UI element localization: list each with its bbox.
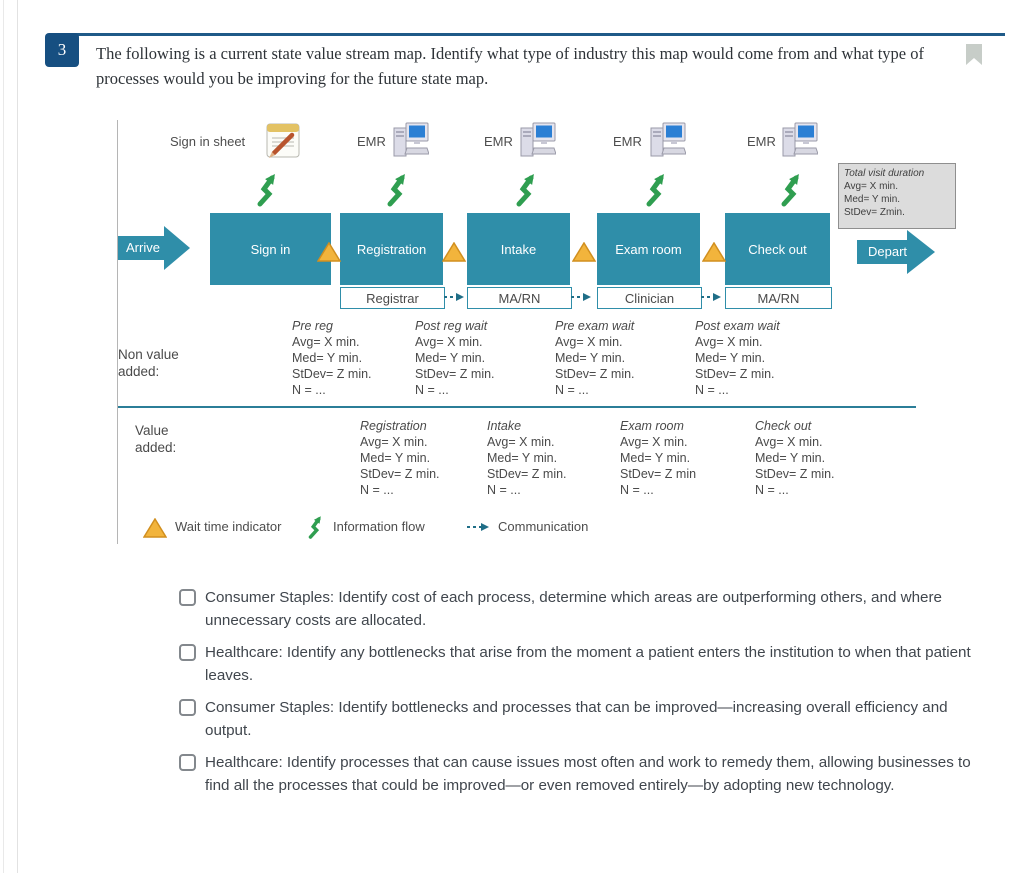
bookmark-icon[interactable]: [966, 44, 982, 65]
answer-option-label: Healthcare: Identify processes that can …: [205, 754, 971, 794]
communication-arrow-icon: [701, 292, 725, 302]
total-visit-duration-stats: Avg= X min. Med= Y min. StDev= Zmin.: [844, 181, 905, 218]
depart-arrow: Depart: [857, 227, 935, 277]
communication-arrow-icon: [571, 292, 595, 302]
notepad-icon: [261, 121, 303, 161]
emr-label: EMR: [484, 134, 513, 149]
value-added-label: Value added:: [135, 423, 177, 455]
process-box-check-out: Check out: [725, 213, 830, 285]
emr-label: EMR: [747, 134, 776, 149]
answer-option[interactable]: Consumer Staples: Identify bottlenecks a…: [179, 696, 991, 742]
stat-column: Post exam wait Avg= X min. Med= Y min. S…: [695, 319, 780, 397]
answer-option[interactable]: Healthcare: Identify any bottlenecks tha…: [179, 641, 991, 687]
computer-icon: [393, 122, 430, 162]
question-text: The following is a current state value s…: [96, 44, 924, 88]
emr-label: EMR: [357, 134, 386, 149]
stat-column: Registration Avg= X min. Med= Y min. StD…: [360, 419, 440, 497]
answer-checkbox[interactable]: [179, 754, 196, 771]
information-flow-icon: [255, 168, 281, 208]
role-box-clinician: Clinician: [597, 287, 702, 309]
stat-column: Post reg wait Avg= X min. Med= Y min. St…: [415, 319, 495, 397]
answer-options: Consumer Staples: Identify cost of each …: [179, 586, 991, 806]
answer-option[interactable]: Healthcare: Identify processes that can …: [179, 751, 991, 797]
wait-triangle-icon: [571, 241, 597, 262]
information-flow-icon: [514, 168, 540, 208]
process-box-registration: Registration: [340, 213, 443, 285]
answer-checkbox[interactable]: [179, 589, 196, 606]
answer-option[interactable]: Consumer Staples: Identify cost of each …: [179, 586, 991, 632]
question-top-border: [62, 33, 1005, 36]
information-flow-icon: [779, 168, 805, 208]
information-flow-icon: [307, 512, 325, 540]
process-box-exam-room: Exam room: [597, 213, 700, 285]
stat-column: Pre exam wait Avg= X min. Med= Y min. St…: [555, 319, 635, 397]
value-stream-map: Sign in sheet EMR EMR EMR EMR: [115, 118, 956, 548]
legend-comm-label: Communication: [498, 519, 589, 534]
stat-column: Check out Avg= X min. Med= Y min. StDev=…: [755, 419, 835, 497]
stat-column: Intake Avg= X min. Med= Y min. StDev= Z …: [487, 419, 567, 497]
depart-label: Depart: [868, 244, 908, 259]
process-box-intake: Intake: [467, 213, 570, 285]
arrive-label: Arrive: [126, 240, 160, 255]
communication-arrow-icon: [444, 292, 468, 302]
wait-triangle-icon: [142, 517, 168, 538]
arrive-arrow: Arrive: [118, 223, 190, 273]
answer-option-label: Consumer Staples: Identify bottlenecks a…: [205, 699, 948, 739]
role-box-ma-rn: MA/RN: [725, 287, 832, 309]
diagram-left-border: [117, 120, 118, 544]
legend-info-label: Information flow: [333, 519, 425, 534]
computer-icon: [520, 122, 557, 162]
communication-arrow-icon: [467, 522, 493, 532]
question-number-badge: 3: [45, 33, 79, 67]
computer-icon: [650, 122, 687, 162]
answer-checkbox[interactable]: [179, 644, 196, 661]
role-box-registrar: Registrar: [340, 287, 445, 309]
card-edge-line: [17, 0, 18, 873]
total-visit-duration-title: Total visit duration: [844, 168, 925, 179]
answer-option-label: Consumer Staples: Identify cost of each …: [205, 589, 942, 629]
emr-label: EMR: [613, 134, 642, 149]
legend-wait-label: Wait time indicator: [175, 519, 282, 534]
wait-triangle-icon: [701, 241, 727, 262]
computer-icon: [782, 122, 819, 162]
non-value-added-label: Non value added:: [118, 347, 179, 379]
wait-triangle-icon: [441, 241, 467, 262]
stat-column: Exam room Avg= X min. Med= Y min. StDev=…: [620, 419, 697, 497]
process-box-sign-in: Sign in: [210, 213, 331, 285]
answer-checkbox[interactable]: [179, 699, 196, 716]
answer-option-label: Healthcare: Identify any bottlenecks tha…: [205, 644, 971, 684]
card-edge-line: [3, 0, 4, 873]
section-divider: [118, 406, 916, 408]
stat-column: Pre reg Avg= X min. Med= Y min. StDev= Z…: [292, 319, 372, 397]
total-visit-duration-box: Total visit duration Avg= X min. Med= Y …: [838, 163, 956, 229]
information-flow-icon: [644, 168, 670, 208]
sign-in-sheet-label: Sign in sheet: [170, 134, 246, 149]
information-flow-icon: [385, 168, 411, 208]
wait-triangle-icon: [316, 241, 342, 262]
role-box-ma-rn: MA/RN: [467, 287, 572, 309]
